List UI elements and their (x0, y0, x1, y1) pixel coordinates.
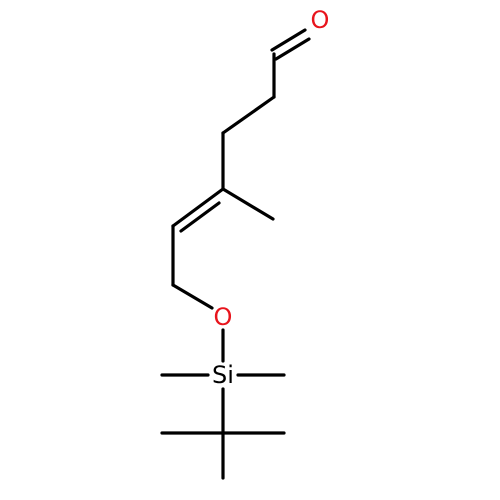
bond-c4-methyl (221, 187, 275, 221)
bond-alkene-double-1 (171, 187, 225, 228)
bond-carbonyl-double-2 (274, 37, 311, 61)
bond-alkene-double-2 (179, 201, 221, 233)
atom-label-ether-oxygen: O (214, 303, 233, 331)
atom-label-carbonyl-oxygen: O (311, 6, 330, 34)
bond-c6-o (171, 283, 214, 310)
bond-c2-c3 (221, 95, 276, 135)
bond-carbonyl-double-1 (270, 28, 307, 52)
atom-label-silicon: Si (212, 361, 234, 389)
